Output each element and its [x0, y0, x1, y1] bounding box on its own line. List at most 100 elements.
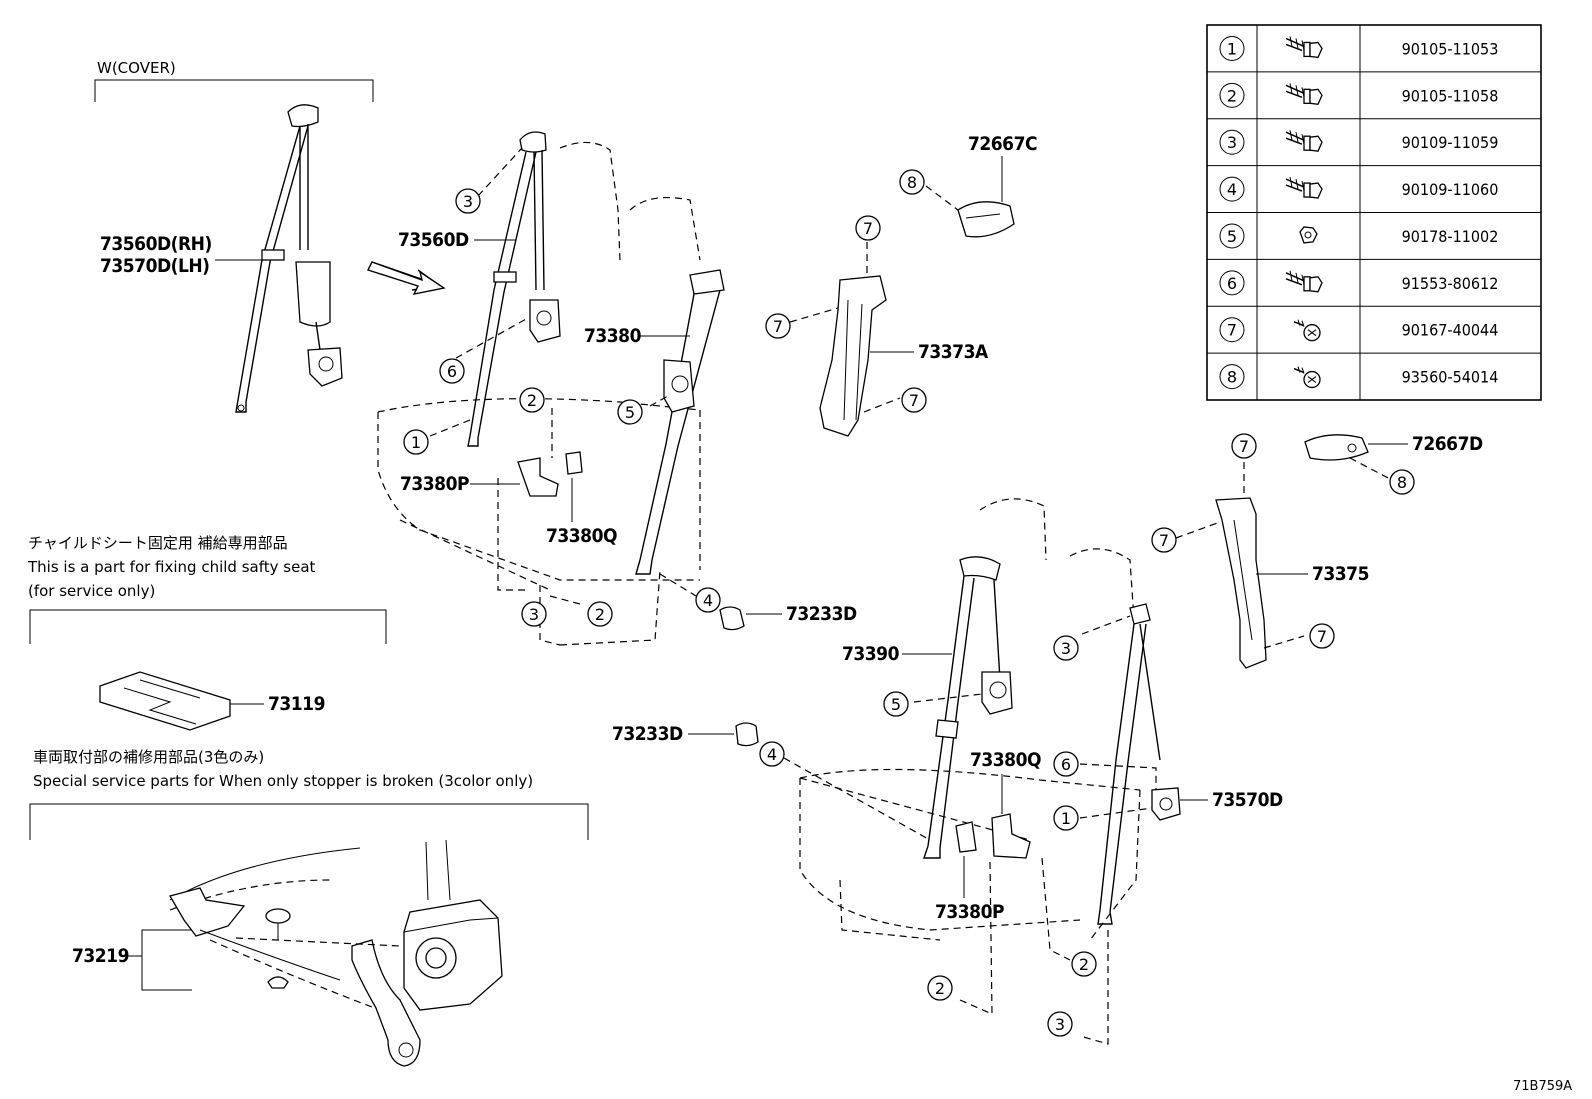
stopper-note-jp: 車両取付部の補修用部品(3色のみ) — [33, 748, 264, 766]
label-73380Q-bottom: 73380Q — [970, 749, 1041, 771]
cover-72667D — [1304, 434, 1369, 461]
anchor-73373A — [819, 275, 887, 437]
label-72667C: 72667C — [968, 133, 1037, 155]
bolt-icon — [1285, 130, 1323, 152]
callout-c3a: 3 — [455, 188, 481, 214]
stopper-note-en: Special service parts for When only stop… — [33, 772, 533, 790]
callout-c3d: 3 — [1047, 1011, 1073, 1037]
svg-text:4: 4 — [767, 745, 777, 764]
svg-text:7: 7 — [863, 219, 873, 238]
svg-text:3: 3 — [1061, 639, 1071, 658]
svg-text:5: 5 — [625, 403, 635, 422]
dash-to-4a — [659, 573, 697, 597]
label-73390: 73390 — [842, 643, 900, 665]
callout-c4a: 4 — [695, 587, 721, 613]
callout-c8b: 8 — [1389, 469, 1415, 495]
svg-text:1: 1 — [1061, 809, 1071, 828]
bolt-icon — [1285, 176, 1323, 199]
dash-to-7e — [1175, 521, 1221, 539]
fastener-part-number: 90109-11059 — [1402, 133, 1499, 152]
svg-text:2: 2 — [527, 391, 537, 410]
callout-c5a: 5 — [617, 399, 643, 425]
cover-label: W(COVER) — [97, 59, 176, 77]
callout-c7e: 7 — [1151, 527, 1177, 553]
fastener-part-number: 90178-11002 — [1402, 227, 1499, 246]
fastener-ref-circle — [1219, 364, 1245, 390]
fastener-ref: 5 — [1227, 227, 1237, 246]
fastener-ref: 2 — [1227, 86, 1237, 105]
child-seat-note-en1: This is a part for fixing child safty se… — [27, 558, 316, 576]
dash-to-8a — [925, 185, 959, 211]
diagram-id: 71B759A — [1513, 1079, 1572, 1094]
child-seat-bracket — [29, 609, 387, 644]
cover-72667C — [957, 201, 1015, 238]
fastener-part-number: 90109-11060 — [1402, 180, 1499, 199]
svg-text:7: 7 — [909, 391, 919, 410]
label-73570D-LH: 73570D(LH) — [100, 255, 209, 277]
callout-c1a: 1 — [403, 429, 429, 455]
dash-to-2d — [959, 861, 993, 1015]
dash-to-6b — [1079, 763, 1157, 790]
dash-to-7b — [789, 307, 839, 323]
dash-to-8b — [1349, 457, 1393, 481]
svg-text:7: 7 — [1159, 531, 1169, 550]
svg-text:6: 6 — [447, 362, 457, 381]
child-seat-note-en2: (for service only) — [28, 582, 155, 600]
label-73375: 73375 — [1312, 563, 1369, 585]
fastener-row: 3 90109-11059 — [1207, 118, 1541, 155]
fastener-ref-circle — [1219, 35, 1245, 61]
dash-to-3a-top — [477, 147, 523, 197]
dash-to-3c — [1081, 615, 1131, 635]
fastener-row: 1 90105-11053 — [1219, 35, 1499, 61]
fastener-ref: 4 — [1227, 180, 1237, 199]
cover-bracket — [94, 79, 374, 102]
callout-c2b: 2 — [587, 601, 613, 627]
buckle-73380P-top — [517, 451, 583, 497]
fastener-ref: 1 — [1227, 39, 1237, 58]
flange-bolt-icon — [1285, 270, 1323, 293]
fastener-ref: 6 — [1227, 274, 1237, 293]
dash-to-1b — [1079, 807, 1153, 819]
belt-assembly-73560D-73570D — [235, 104, 343, 413]
svg-text:5: 5 — [891, 695, 901, 714]
svg-text:8: 8 — [1397, 473, 1407, 492]
callout-c2d: 2 — [927, 975, 953, 1001]
callout-c3b: 3 — [521, 601, 547, 627]
screw-icon — [1293, 319, 1321, 342]
callout-c7a: 7 — [855, 215, 881, 241]
fastener-row: 4 90109-11060 — [1207, 165, 1541, 202]
cover-73233D-mid — [735, 722, 759, 747]
label-73380P-top: 73380P — [400, 473, 469, 495]
callout-c7d: 7 — [1231, 433, 1257, 459]
fastener-ref: 3 — [1227, 133, 1237, 152]
svg-text:2: 2 — [935, 979, 945, 998]
callout-c5b: 5 — [883, 691, 909, 717]
stopper-assembly-73219 — [169, 839, 503, 1067]
dash-to-6a — [455, 317, 529, 359]
svg-text:3: 3 — [529, 605, 539, 624]
callout-c6b: 6 — [1053, 751, 1079, 777]
anchor-73375 — [1215, 497, 1267, 669]
svg-text:4: 4 — [703, 591, 713, 610]
svg-text:8: 8 — [907, 173, 917, 192]
leader-73219-bracket — [141, 929, 192, 991]
svg-text:3: 3 — [463, 192, 473, 211]
dash-to-7c — [863, 397, 901, 413]
belt-73560D — [467, 131, 561, 447]
dash-to-3d — [1079, 930, 1109, 1045]
label-72667D: 72667D — [1412, 433, 1483, 455]
cover-73233D-top — [719, 606, 745, 631]
dash-to-5a — [649, 395, 669, 407]
label-73560D-RH: 73560D(RH) — [100, 233, 212, 255]
rear-seat-top — [377, 141, 701, 646]
fastener-part-number: 90105-11053 — [1402, 39, 1499, 58]
fastener-ref-circle — [1219, 129, 1245, 155]
fastener-ref-circle — [1219, 176, 1245, 202]
